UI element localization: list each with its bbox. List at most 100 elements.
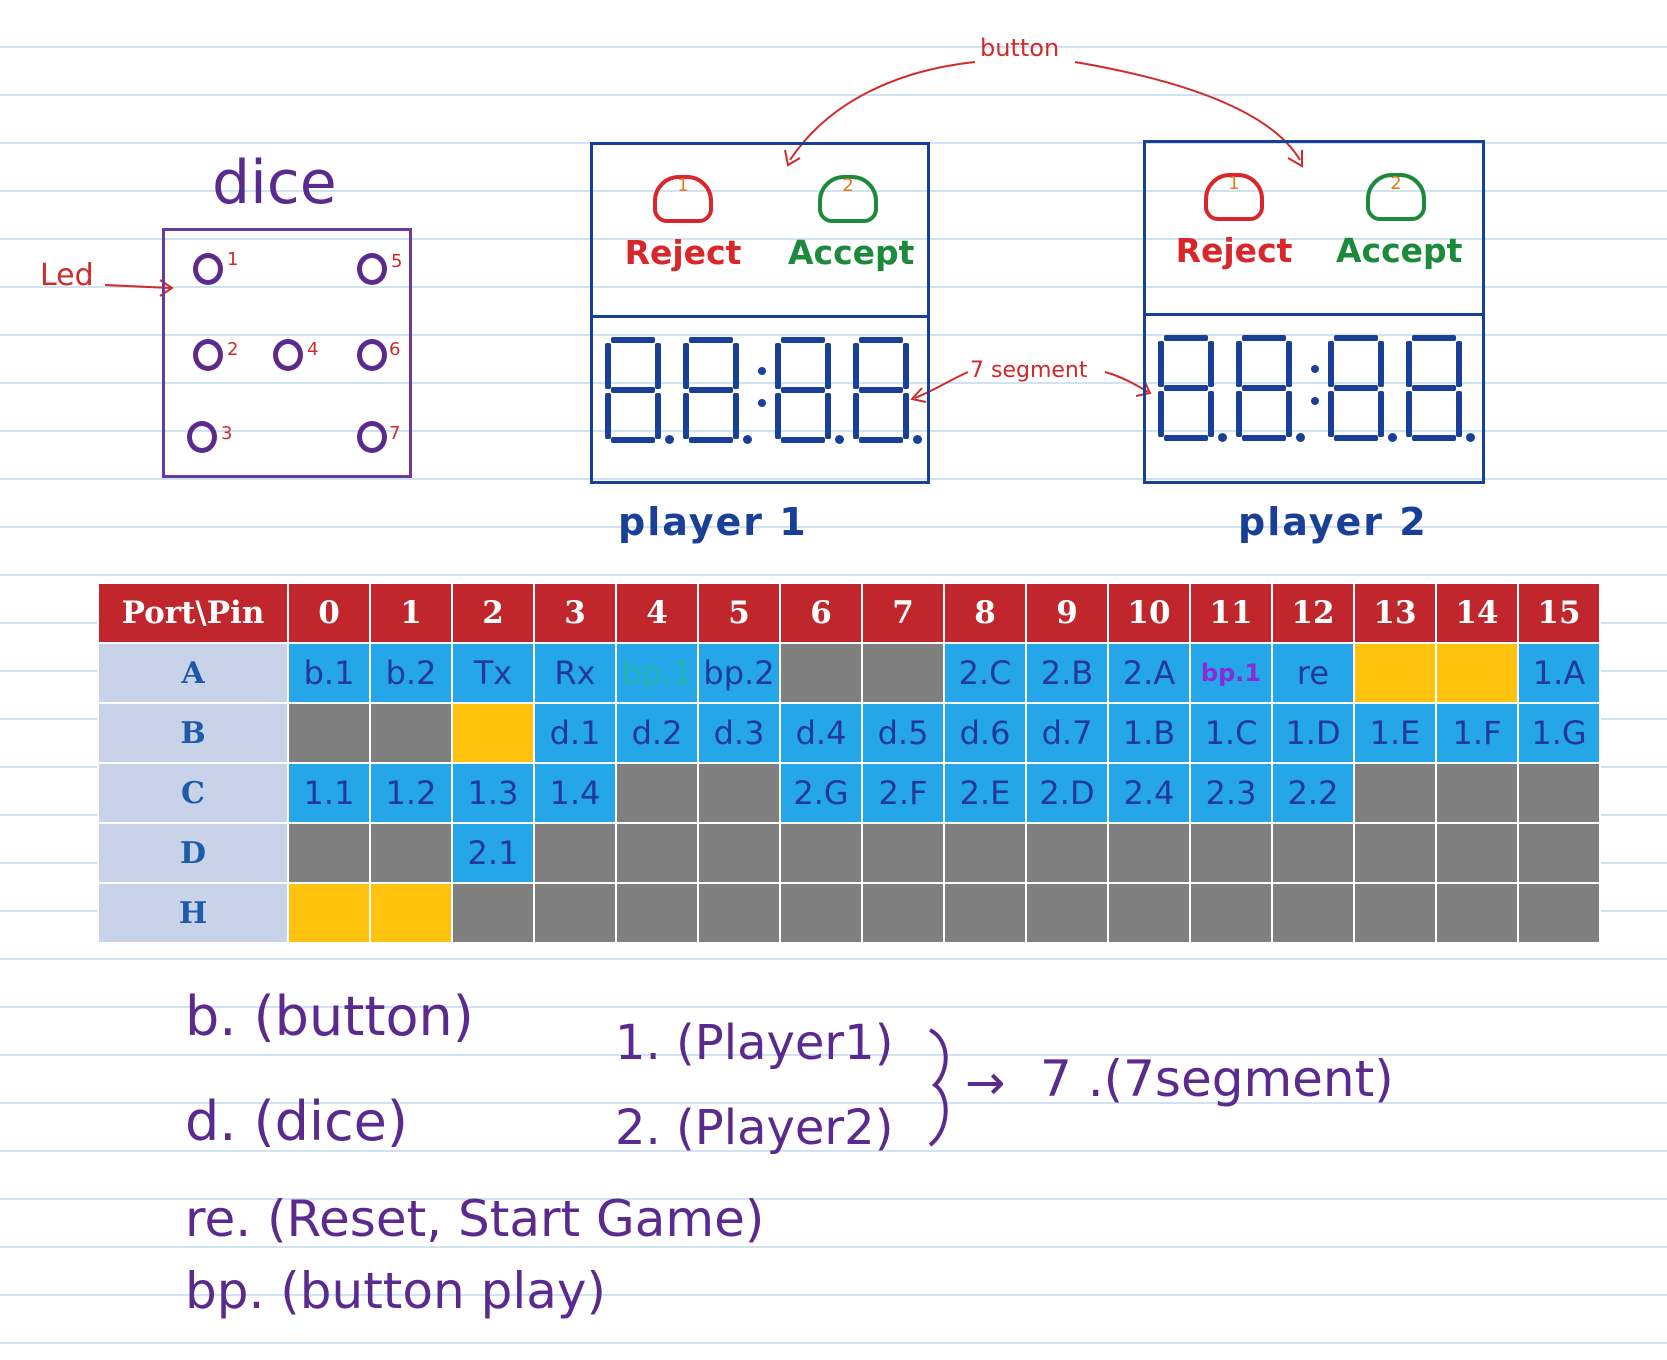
- decimal-dot: [1218, 433, 1227, 442]
- segment: [655, 393, 661, 439]
- pin-cell: [1107, 882, 1191, 944]
- legend-dice: d. (dice): [185, 1090, 408, 1153]
- led-6: [357, 339, 387, 371]
- player-2-accept-button[interactable]: 2 Accept: [1336, 173, 1463, 270]
- accept-label: Accept: [1336, 231, 1463, 270]
- pin-cell: 2.4: [1107, 762, 1191, 824]
- legend-player-2: 2. (Player2): [615, 1100, 894, 1156]
- pin-cell: 1.F: [1435, 702, 1519, 764]
- pin-header: 0: [287, 582, 371, 644]
- segment: [1208, 341, 1214, 387]
- pin-cell: 1.G: [1517, 702, 1601, 764]
- pin-cell: 1.4: [533, 762, 617, 824]
- led-number: 5: [391, 251, 403, 272]
- pin-cell: 2.G: [779, 762, 863, 824]
- decimal-dot: [1466, 433, 1475, 442]
- pin-cell: [779, 642, 863, 704]
- pin-cell: [943, 882, 1027, 944]
- pin-cell: 1.B: [1107, 702, 1191, 764]
- pin-cell: [1435, 762, 1519, 824]
- led-2: [193, 339, 223, 371]
- dice-title: dice: [212, 148, 337, 218]
- pin-cell: b.1: [287, 642, 371, 704]
- pin-header: 3: [533, 582, 617, 644]
- player-1-panel: 1 Reject 2 Accept: [590, 142, 930, 484]
- segment: [775, 393, 781, 439]
- player-1-accept-button[interactable]: 2 Accept: [788, 175, 914, 272]
- pin-header: 4: [615, 582, 699, 644]
- pin-cell: 2.2: [1271, 762, 1355, 824]
- reject-label: Reject: [624, 233, 742, 272]
- colon-dot: [758, 367, 766, 375]
- pin-cell: 1.C: [1189, 702, 1273, 764]
- pin-cell: [287, 702, 371, 764]
- pin-cell: d.2: [615, 702, 699, 764]
- legend-player-1: 1. (Player1): [615, 1015, 894, 1071]
- pin-cell: [1353, 762, 1437, 824]
- segment: [1406, 341, 1412, 387]
- pin-cell: 1.A: [1517, 642, 1601, 704]
- pin-cell: [615, 822, 699, 884]
- segment: [1378, 341, 1384, 387]
- port-label: C: [97, 762, 289, 824]
- pin-header: 5: [697, 582, 781, 644]
- button-cap-icon: 1: [653, 175, 713, 223]
- button-number: 1: [677, 175, 689, 196]
- decimal-dot: [1296, 433, 1305, 442]
- player-2-button-area: 1 Reject 2 Accept: [1146, 143, 1482, 316]
- pin-cell: [861, 822, 945, 884]
- pin-cell: [451, 702, 535, 764]
- pin-cell: [369, 822, 453, 884]
- segment: [1334, 335, 1378, 341]
- decimal-dot: [1388, 433, 1397, 442]
- segment: [1158, 391, 1164, 437]
- pin-cell: 2.B: [1025, 642, 1109, 704]
- table-corner-header: Port\Pin: [97, 582, 289, 644]
- pin-header: 10: [1107, 582, 1191, 644]
- player-1-button-area: 1 Reject 2 Accept: [593, 145, 927, 318]
- pin-cell: [779, 822, 863, 884]
- segment: [1158, 341, 1164, 387]
- segment: [683, 343, 689, 389]
- pin-cell: [1271, 822, 1355, 884]
- pin-cell: [1435, 882, 1519, 944]
- segment: [1242, 335, 1286, 341]
- button-number: 2: [1390, 173, 1402, 194]
- pin-cell: [697, 822, 781, 884]
- segment: [1208, 391, 1214, 437]
- pin-cell: [1189, 822, 1273, 884]
- pin-cell: bp.1: [615, 642, 699, 704]
- pin-header: 11: [1189, 582, 1273, 644]
- pin-header: 7: [861, 582, 945, 644]
- segment: [781, 387, 825, 393]
- pin-header: 12: [1271, 582, 1355, 644]
- segment: [859, 437, 903, 443]
- player-2-reject-button[interactable]: 1 Reject: [1174, 173, 1294, 270]
- led-number: 4: [307, 339, 319, 360]
- segment: [1236, 391, 1242, 437]
- segment: [1164, 435, 1208, 441]
- segment: [1334, 435, 1378, 441]
- digit-8: [853, 337, 922, 447]
- pin-cell: [287, 822, 371, 884]
- segment: [733, 343, 739, 389]
- digit-8: [1236, 335, 1305, 445]
- pin-cell: [697, 882, 781, 944]
- pin-cell: [943, 822, 1027, 884]
- led-1: [193, 253, 223, 285]
- pin-header: 15: [1517, 582, 1601, 644]
- segment: [689, 337, 733, 343]
- segment: [1456, 391, 1462, 437]
- pin-cell: 2.C: [943, 642, 1027, 704]
- legend-button: b. (button): [185, 985, 474, 1048]
- legend-reset: re. (Reset, Start Game): [185, 1190, 765, 1248]
- pin-cell: 2.E: [943, 762, 1027, 824]
- player-1-reject-button[interactable]: 1 Reject: [623, 175, 743, 272]
- segment: [1286, 391, 1292, 437]
- segment-annotation: 7 segment: [970, 358, 1088, 383]
- segment: [1406, 391, 1412, 437]
- pin-header: 9: [1025, 582, 1109, 644]
